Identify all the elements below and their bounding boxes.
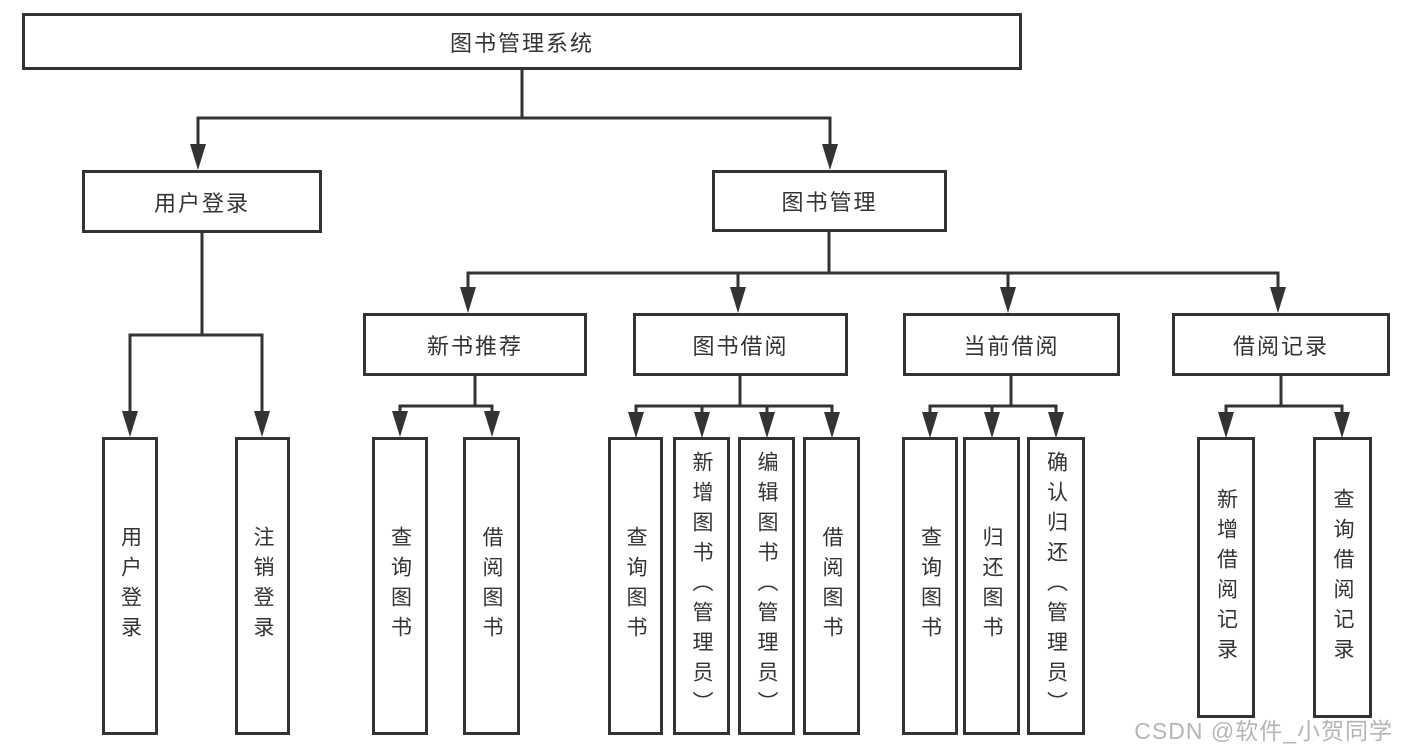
node-root-label: 图书管理系统 (449, 30, 594, 56)
node-user-login-label: 用户登录 (153, 190, 250, 216)
leaf-return-book: 归还图书 (963, 437, 1020, 735)
leaf-query-books-borrow-label: 查询图书 (624, 526, 647, 646)
leaf-return-book-label: 归还图书 (980, 526, 1003, 646)
node-root-system: 图书管理系统 (22, 13, 1022, 70)
leaf-edit-book-admin-label: 编辑图书（管理员） (755, 451, 778, 721)
leaf-add-borrow-record: 新增借阅记录 (1197, 437, 1255, 718)
node-new-book-recommend-label: 新书推荐 (426, 333, 523, 359)
leaf-add-borrow-record-label: 新增借阅记录 (1214, 487, 1238, 668)
leaf-query-books-recommend-label: 查询图书 (388, 526, 412, 646)
leaf-query-books-current-label: 查询图书 (918, 526, 942, 646)
leaf-confirm-return-admin-label: 确认归还（管理员） (1044, 451, 1068, 721)
leaf-query-books-recommend: 查询图书 (372, 437, 428, 735)
leaf-add-book-admin-label: 新增图书（管理员） (690, 451, 713, 721)
leaf-confirm-return-admin: 确认归还（管理员） (1027, 437, 1085, 735)
leaf-borrow-books-recommend: 借阅图书 (463, 437, 520, 735)
leaf-query-books-current: 查询图书 (902, 437, 958, 735)
leaf-user-login-label: 用户登录 (118, 526, 142, 646)
node-book-borrowing-label: 图书借阅 (692, 333, 789, 359)
node-borrowing-records: 借阅记录 (1172, 313, 1390, 376)
leaf-query-books-borrow: 查询图书 (608, 437, 663, 735)
leaf-user-login: 用户登录 (102, 437, 158, 735)
leaf-query-borrow-record-label: 查询借阅记录 (1331, 487, 1354, 668)
node-new-book-recommend: 新书推荐 (363, 313, 587, 376)
leaf-borrow-books: 借阅图书 (803, 437, 860, 735)
node-book-management-label: 图书管理 (781, 190, 878, 215)
leaf-edit-book-admin: 编辑图书（管理员） (738, 437, 795, 735)
leaf-logout: 注销登录 (235, 437, 290, 735)
leaf-query-borrow-record: 查询借阅记录 (1313, 437, 1372, 718)
arrowhead-icons (122, 144, 1350, 438)
node-user-login: 用户登录 (82, 170, 322, 233)
leaf-borrow-books-label: 借阅图书 (820, 526, 843, 646)
node-book-management: 图书管理 (712, 170, 947, 232)
leaf-logout-label: 注销登录 (251, 526, 274, 646)
leaf-borrow-books-recommend-label: 借阅图书 (480, 526, 503, 646)
node-current-borrowing: 当前借阅 (903, 313, 1120, 376)
node-book-borrowing: 图书借阅 (633, 313, 848, 376)
leaf-add-book-admin: 新增图书（管理员） (673, 437, 730, 735)
csdn-watermark: CSDN @软件_小贺同学 (1134, 718, 1393, 744)
node-current-borrowing-label: 当前借阅 (963, 333, 1060, 359)
node-borrowing-records-label: 借阅记录 (1232, 333, 1329, 359)
